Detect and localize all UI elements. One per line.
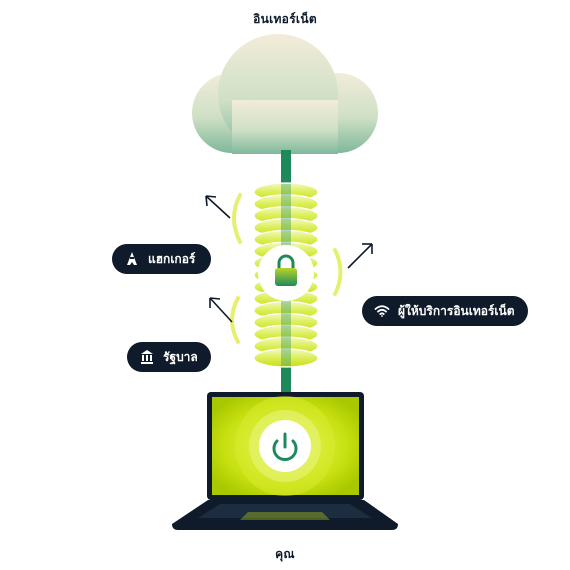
you-label: คุณ [275, 547, 295, 561]
government-building-icon [139, 349, 155, 365]
hacker-pill: แฮกเกอร์ [112, 244, 211, 274]
government-label: รัฐบาล [163, 349, 198, 364]
blocked-arrows [205, 195, 373, 323]
power-icon[interactable] [259, 420, 311, 472]
hacker-label: แฮกเกอร์ [148, 251, 196, 266]
deflect-arcs [230, 193, 343, 344]
hacker-icon [124, 251, 140, 267]
lock-icon [258, 245, 314, 301]
wifi-icon [374, 303, 390, 319]
cloud-icon [192, 34, 378, 154]
internet-label: อินเทอร์เน็ต [253, 12, 317, 26]
isp-pill: ผู้ให้บริการอินเทอร์เน็ต [362, 296, 528, 326]
government-pill: รัฐบาล [127, 342, 211, 372]
coil-ring [253, 348, 319, 368]
isp-label: ผู้ให้บริการอินเทอร์เน็ต [398, 303, 515, 318]
